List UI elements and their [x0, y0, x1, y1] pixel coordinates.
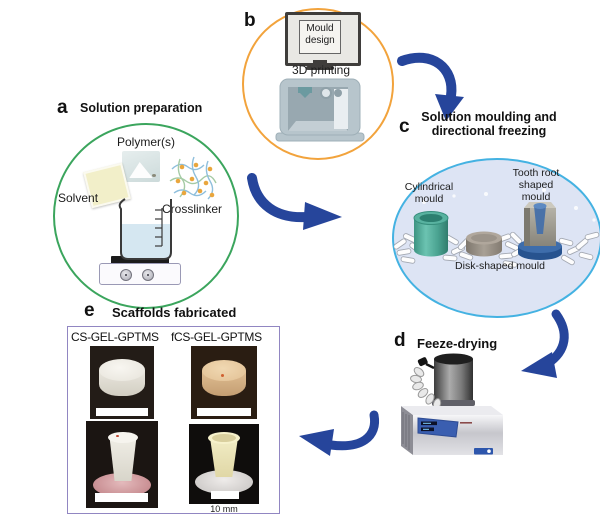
tooth-root-mould-icon — [518, 202, 562, 260]
cylindrical-mould-icon — [413, 211, 449, 257]
photo-fcs-tooth-scaffold — [189, 424, 259, 504]
hotplate-stirrer — [99, 263, 181, 285]
beaker-icon — [118, 198, 172, 260]
printing-label: 3D printing — [291, 63, 351, 77]
disk-mould-icon — [466, 231, 502, 257]
scale-bar — [96, 408, 148, 416]
column-label-fcs: fCS-GEL-GPTMS — [171, 330, 262, 344]
scale-bar — [211, 491, 239, 499]
photo-cs-tooth-scaffold — [86, 421, 158, 508]
panel-c-title: Solution moulding and directional freezi… — [421, 110, 557, 139]
photo-fcs-cylinder-scaffold — [191, 346, 257, 419]
panel-e-letter: e — [84, 300, 95, 321]
panel-a-letter: a — [57, 97, 68, 118]
monitor-stand-neck — [313, 60, 327, 66]
monitor-icon: Mould design — [285, 12, 361, 66]
polymer-label: Polymer(s) — [116, 135, 175, 149]
panel-b-circle — [242, 8, 394, 160]
panel-c-ellipse — [392, 158, 600, 318]
scaffolds-box: CS-GEL-GPTMS fCS-GEL-GPTMS — [67, 326, 280, 514]
panel-a-title: Solution preparation — [80, 101, 203, 115]
scale-bar — [197, 408, 251, 416]
arrow-c-to-d — [521, 309, 569, 378]
hotplate-knob-right — [142, 269, 154, 281]
powder-pile-icon — [129, 162, 153, 178]
panel-d-title: Feeze-drying — [417, 336, 498, 351]
panel-b-letter: b — [244, 10, 256, 31]
powder-speck — [152, 174, 156, 177]
printer-3d-icon — [275, 78, 365, 142]
moulds-and-ice-graphic — [394, 188, 600, 268]
arrow-b-to-c — [397, 52, 464, 121]
cylindrical-mould-label: Cylindrical mould — [404, 181, 454, 206]
photo-cs-cylinder-scaffold — [90, 346, 154, 419]
arrow-d-to-e — [299, 410, 380, 456]
monitor-stand-base — [306, 66, 334, 70]
monitor-screen-text: Mould design — [299, 20, 341, 54]
polymer-powder-image — [122, 151, 160, 182]
tooth-mould-label: Tooth root shaped mould — [512, 167, 560, 204]
panel-e-title: Scaffolds fabricated — [112, 305, 237, 320]
panel-a-circle — [53, 123, 239, 309]
freeze-dryer-icon — [401, 353, 503, 455]
solvent-label: Solvent — [58, 191, 99, 205]
scale-label: 10 mm — [210, 504, 238, 514]
panel-c-letter: c — [399, 116, 410, 137]
arrow-a-to-c — [247, 173, 342, 230]
disk-mould-label: Disk-shaped mould — [455, 260, 545, 272]
column-label-cs: CS-GEL-GPTMS — [71, 330, 159, 344]
hotplate-knob-left — [120, 269, 132, 281]
crosslinker-label: Crosslinker — [162, 202, 223, 216]
crosslinker-network-icon — [169, 156, 217, 200]
panel-d-letter: d — [394, 330, 406, 351]
scale-bar — [95, 493, 148, 502]
